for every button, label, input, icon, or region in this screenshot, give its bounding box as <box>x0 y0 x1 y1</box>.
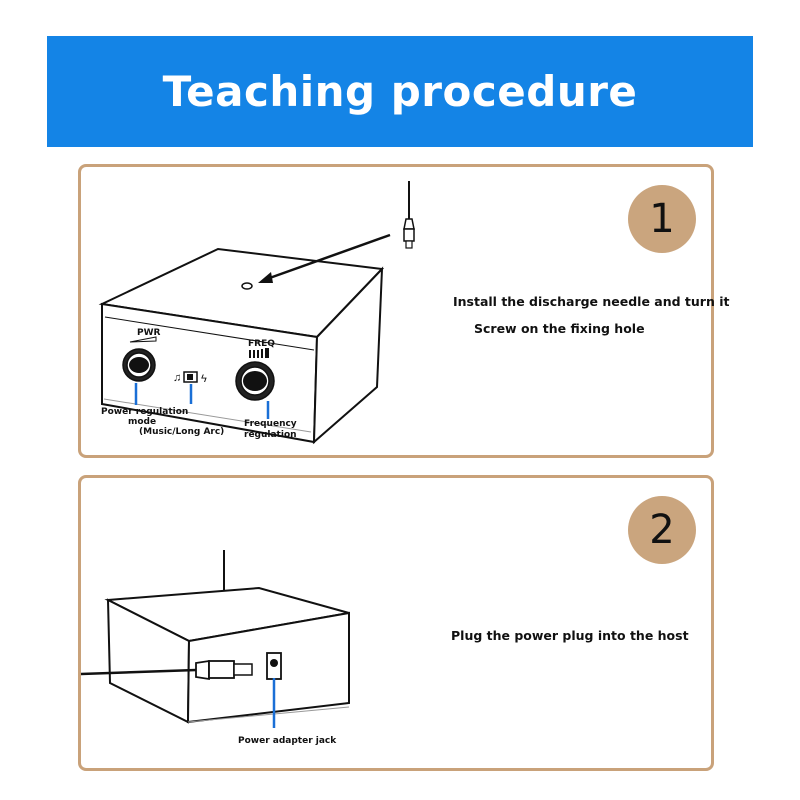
device-illustration-step-2: Power adapter jack <box>80 550 350 746</box>
power-jack <box>266 652 282 680</box>
freq-label: FREQ <box>248 339 275 349</box>
frequency-label: Frequency <box>244 419 297 429</box>
device-illustration-step-1: PWR ♫ ϟ FREQ Powe <box>98 181 415 445</box>
frequency-knob <box>235 361 275 401</box>
step-number-badge: 1 <box>628 185 696 253</box>
power-plug-icon <box>195 659 253 681</box>
freq-scale-bars <box>249 348 269 358</box>
fixing-hole <box>241 282 253 290</box>
step-instruction-line-2: Screw on the fixing hole <box>474 321 645 336</box>
step-instruction-line-1: Plug the power plug into the host <box>451 628 689 643</box>
music-note-icon: ♫ <box>173 372 181 384</box>
device-side-face <box>312 266 384 445</box>
lightning-icon: ϟ <box>201 373 207 385</box>
music-long-arc-label: (Music/Long Arc) <box>139 427 224 437</box>
power-adapter-jack-label: Power adapter jack <box>238 736 337 746</box>
power-regulation-label: Power regulation <box>101 407 188 417</box>
page-title: Teaching procedure <box>162 67 638 116</box>
title-banner: Teaching procedure <box>47 36 753 147</box>
power-knob <box>122 348 156 382</box>
step-card-1: 1 Install the discharge needle and turn … <box>78 164 729 458</box>
pwr-label: PWR <box>137 328 161 338</box>
install-arrow <box>263 233 391 282</box>
mode-label: mode <box>128 417 156 427</box>
discharge-needle-icon <box>403 181 415 249</box>
step-number-badge: 2 <box>628 496 696 564</box>
power-cable <box>80 668 197 676</box>
step-card-2: 2 Plug the power plug into the host Pow <box>78 475 714 771</box>
regulation-label: regulation <box>244 430 297 440</box>
step-instruction-line-1: Install the discharge needle and turn it <box>453 294 730 309</box>
